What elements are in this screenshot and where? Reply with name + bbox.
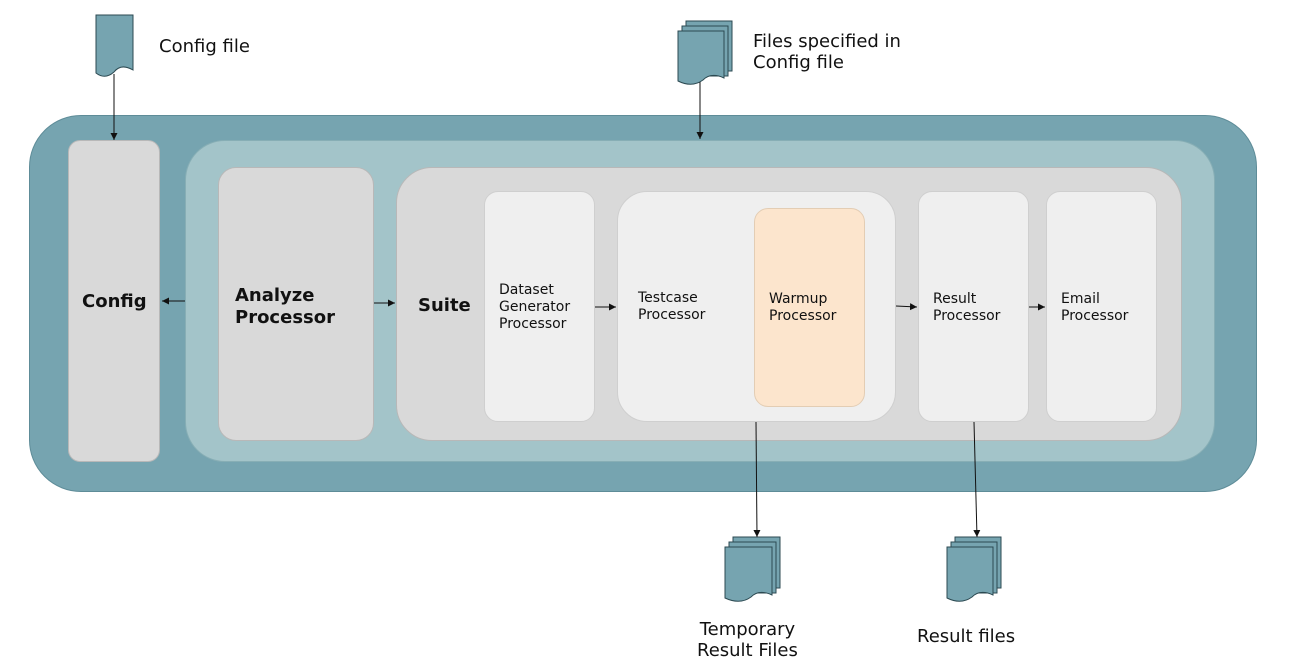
email-processor-block xyxy=(1046,191,1157,422)
result-processor-block xyxy=(918,191,1029,422)
files-specified-label: Files specified in Config file xyxy=(753,31,901,73)
warmup-processor-block xyxy=(754,208,865,407)
arrow-testcase-to-result xyxy=(895,303,918,311)
arrow-testcase-to-temporary-files xyxy=(753,421,761,538)
config-file-label: Config file xyxy=(159,36,250,57)
dataset-generator-processor-block xyxy=(484,191,595,422)
suite-label: Suite xyxy=(418,295,471,316)
document-stack-icon xyxy=(677,20,733,85)
document-stack-icon xyxy=(946,536,1002,602)
email-processor-label: Email Processor xyxy=(1061,291,1129,324)
document-icon xyxy=(95,14,134,77)
testcase-processor-label: Testcase Processor xyxy=(638,290,706,323)
analyze-processor-label: Analyze Processor xyxy=(235,285,335,328)
dataset-generator-processor-label: Dataset Generator Processor xyxy=(499,282,571,332)
result-processor-label: Result Processor xyxy=(933,291,1001,324)
temporary-result-files-label: Temporary Result Files xyxy=(697,619,798,661)
warmup-processor-label: Warmup Processor xyxy=(769,291,837,324)
analyze-processor-block xyxy=(218,167,374,441)
config-block xyxy=(68,140,160,462)
arrow-result-to-result-files xyxy=(973,421,981,538)
document-stack-icon xyxy=(724,536,781,602)
result-files-label: Result files xyxy=(917,626,1016,647)
config-label: Config xyxy=(82,291,147,312)
